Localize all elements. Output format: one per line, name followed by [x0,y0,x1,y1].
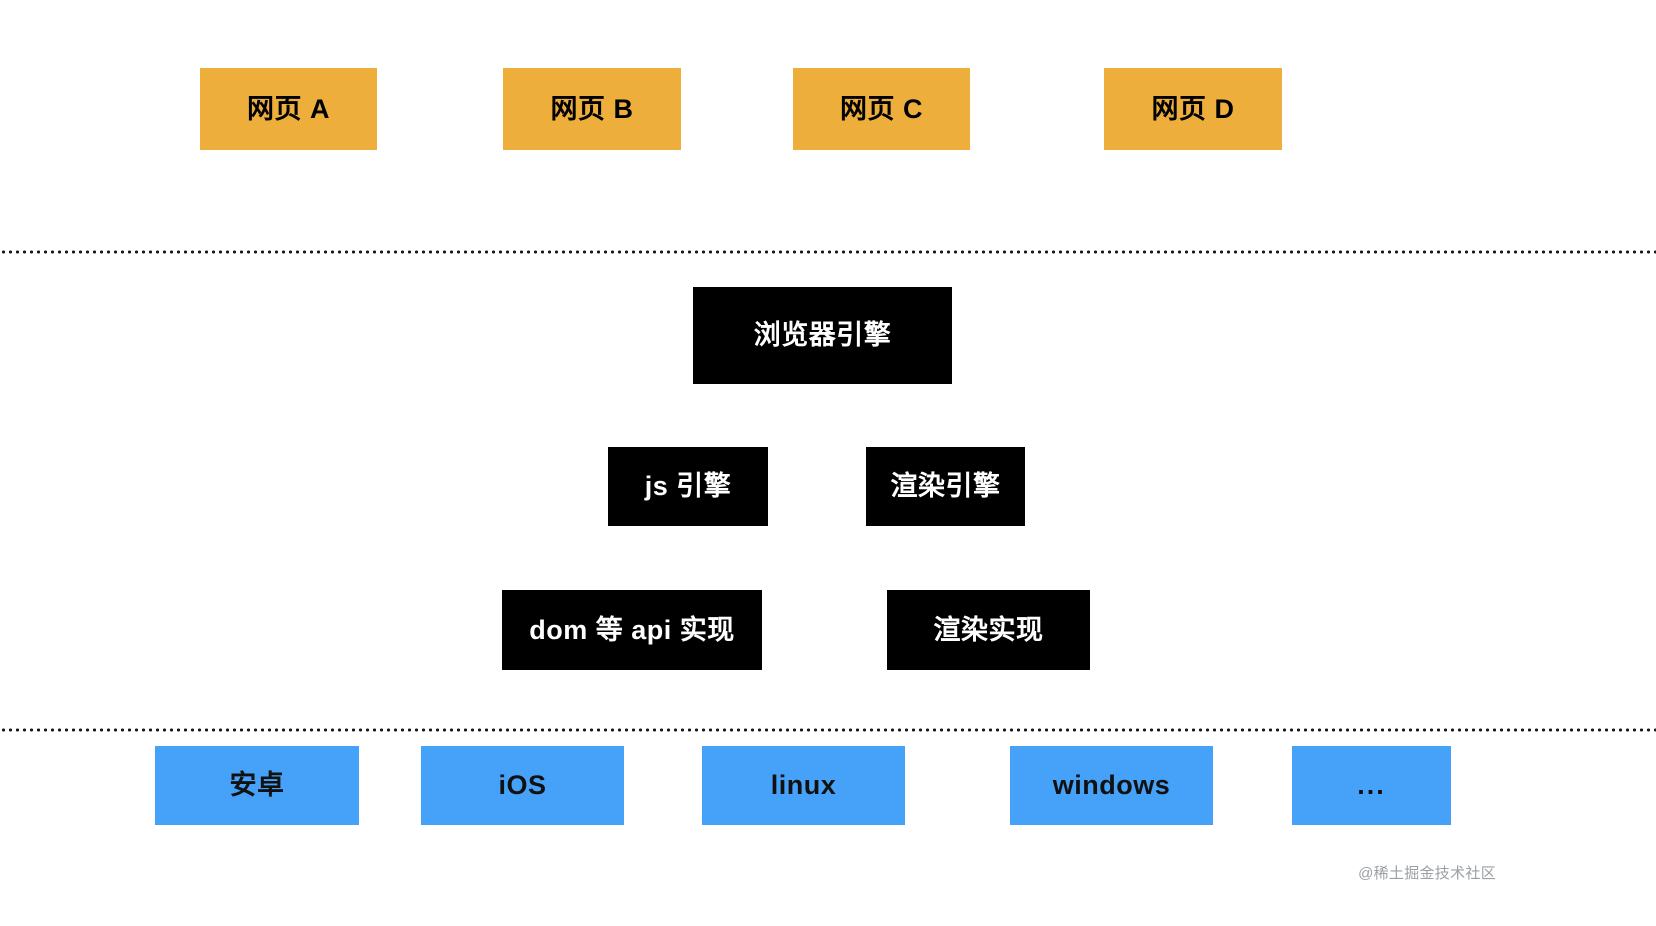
js-engine-box[interactable]: js 引擎 [608,447,768,526]
dom-api-impl-box[interactable]: dom 等 api 实现 [502,590,762,670]
render-impl-box[interactable]: 渲染实现 [887,590,1090,670]
page-box-a[interactable]: 网页 A [200,68,377,150]
watermark: @稀土掘金技术社区 [1358,865,1496,882]
browser-engine-box[interactable]: 浏览器引擎 [693,287,952,384]
page-box-b[interactable]: 网页 B [503,68,681,150]
platform-box-linux[interactable]: linux [702,746,905,825]
platform-box-windows[interactable]: windows [1010,746,1213,825]
platform-box-android[interactable]: 安卓 [155,746,359,825]
render-engine-box[interactable]: 渲染引擎 [866,447,1025,526]
platform-box-ios[interactable]: iOS [421,746,624,825]
page-box-c[interactable]: 网页 C [793,68,970,150]
divider-pages-engine [0,250,1656,254]
divider-engine-platform [0,728,1656,732]
page-box-d[interactable]: 网页 D [1104,68,1282,150]
platform-box-more[interactable]: ... [1292,746,1451,825]
